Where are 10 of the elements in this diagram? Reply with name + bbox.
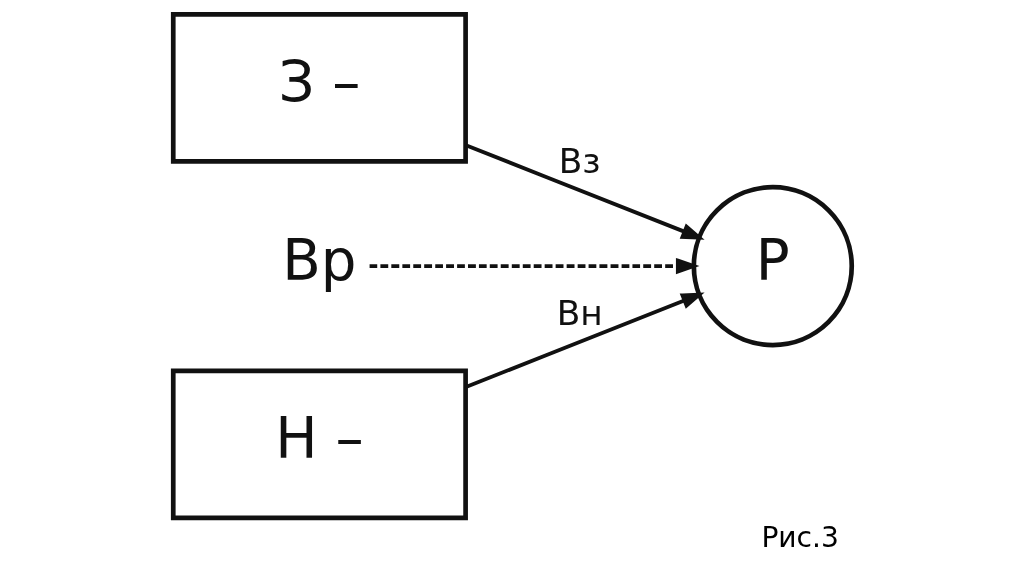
edge-label: Вз bbox=[558, 141, 601, 182]
arrow bbox=[464, 143, 705, 240]
arrow bbox=[464, 292, 705, 389]
node-text: Вр bbox=[281, 227, 357, 293]
node-box: З – bbox=[170, 12, 468, 164]
node-circle: Р bbox=[691, 184, 854, 348]
edge-label: Вн bbox=[556, 292, 603, 333]
arrow bbox=[369, 257, 699, 275]
node-box: Н – bbox=[170, 368, 468, 521]
caption: Рис.3 bbox=[760, 520, 839, 554]
